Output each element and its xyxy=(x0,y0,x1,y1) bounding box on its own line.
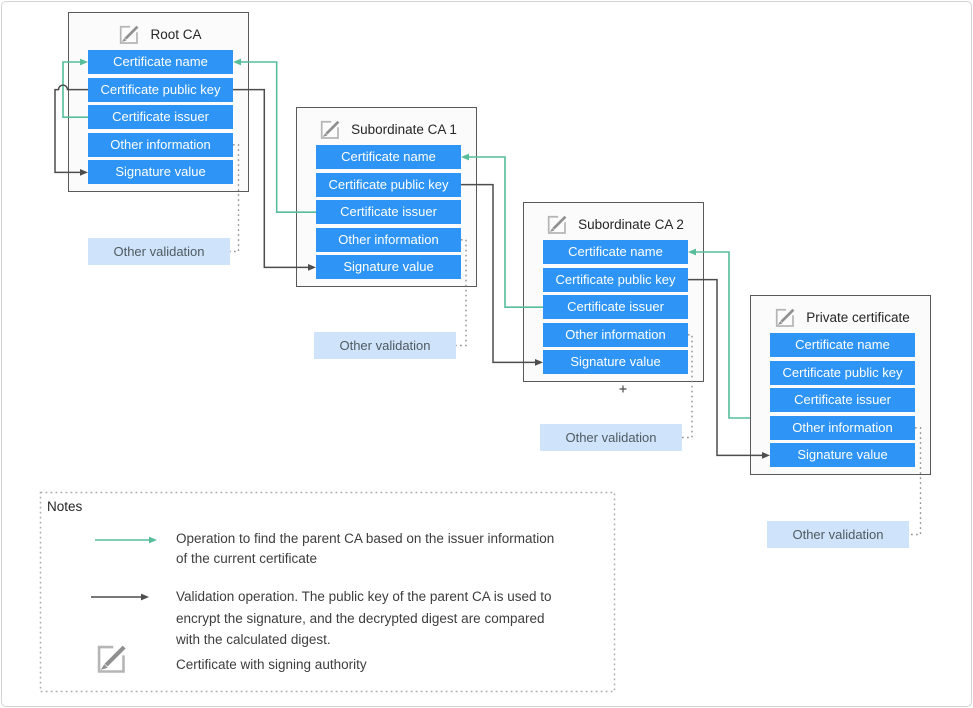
field-other-information: Other information xyxy=(543,322,688,347)
cert-title-row: Subordinate CA 2 xyxy=(524,203,703,242)
field-certificate-public-key: Certificate public key xyxy=(770,360,915,385)
other-validation-label: Other validation xyxy=(314,332,456,359)
edit-certificate-icon xyxy=(543,212,569,236)
other-validation-label: Other validation xyxy=(88,238,230,265)
field-signature-value: Signature value xyxy=(770,443,915,468)
legend-entry-validation: Validation operation. The public key of … xyxy=(176,589,552,647)
field-certificate-public-key: Certificate public key xyxy=(88,77,233,102)
edit-certificate-icon xyxy=(316,117,342,141)
field-other-information: Other information xyxy=(88,132,233,157)
field-certificate-name: Certificate name xyxy=(88,50,233,74)
edit-certificate-icon xyxy=(115,22,141,46)
field-certificate-name: Certificate name xyxy=(316,145,461,169)
field-certificate-name: Certificate name xyxy=(770,333,915,357)
field-certificate-issuer: Certificate issuer xyxy=(770,388,915,413)
legend-edit-certificate-icon xyxy=(92,640,128,676)
field-signature-value: Signature value xyxy=(316,255,461,280)
cert-box-subordinate-ca-2: Subordinate CA 2 Certificate name Certif… xyxy=(523,202,704,382)
other-validation-label: Other validation xyxy=(767,521,909,548)
cert-title: Root CA xyxy=(150,26,202,42)
field-certificate-issuer: Certificate issuer xyxy=(88,105,233,130)
field-certificate-public-key: Certificate public key xyxy=(543,267,688,292)
field-other-information: Other information xyxy=(770,415,915,440)
stray-plus-mark xyxy=(619,385,627,393)
field-signature-value: Signature value xyxy=(543,350,688,375)
legend-entry-find-parent: Operation to find the parent CA based on… xyxy=(176,531,555,566)
cert-box-root-ca: Root CA Certificate name Certificate pub… xyxy=(68,12,249,192)
cert-title: Subordinate CA 2 xyxy=(578,216,684,232)
cert-title-row: Root CA xyxy=(69,13,248,52)
legend-entry-signing-authority: Certificate with signing authority xyxy=(176,657,367,672)
other-validation-label: Other validation xyxy=(540,424,682,451)
notes-title: Notes xyxy=(47,499,83,514)
field-signature-value: Signature value xyxy=(88,160,233,185)
field-certificate-issuer: Certificate issuer xyxy=(543,295,688,320)
legend-black-arrowhead xyxy=(141,593,149,601)
cert-box-private-certificate: Private certificate Certificate name Cer… xyxy=(750,295,931,475)
field-other-information: Other information xyxy=(316,227,461,252)
cert-title: Subordinate CA 1 xyxy=(351,121,457,137)
field-certificate-public-key: Certificate public key xyxy=(316,172,461,197)
field-certificate-issuer: Certificate issuer xyxy=(316,200,461,225)
legend-green-arrowhead xyxy=(149,536,157,544)
field-certificate-name: Certificate name xyxy=(543,240,688,264)
cert-title-row: Private certificate xyxy=(751,296,930,335)
cert-title: Private certificate xyxy=(806,309,910,325)
cert-title-row: Subordinate CA 1 xyxy=(297,108,476,147)
cert-box-subordinate-ca-1: Subordinate CA 1 Certificate name Certif… xyxy=(296,107,477,287)
edit-certificate-icon xyxy=(771,305,797,329)
